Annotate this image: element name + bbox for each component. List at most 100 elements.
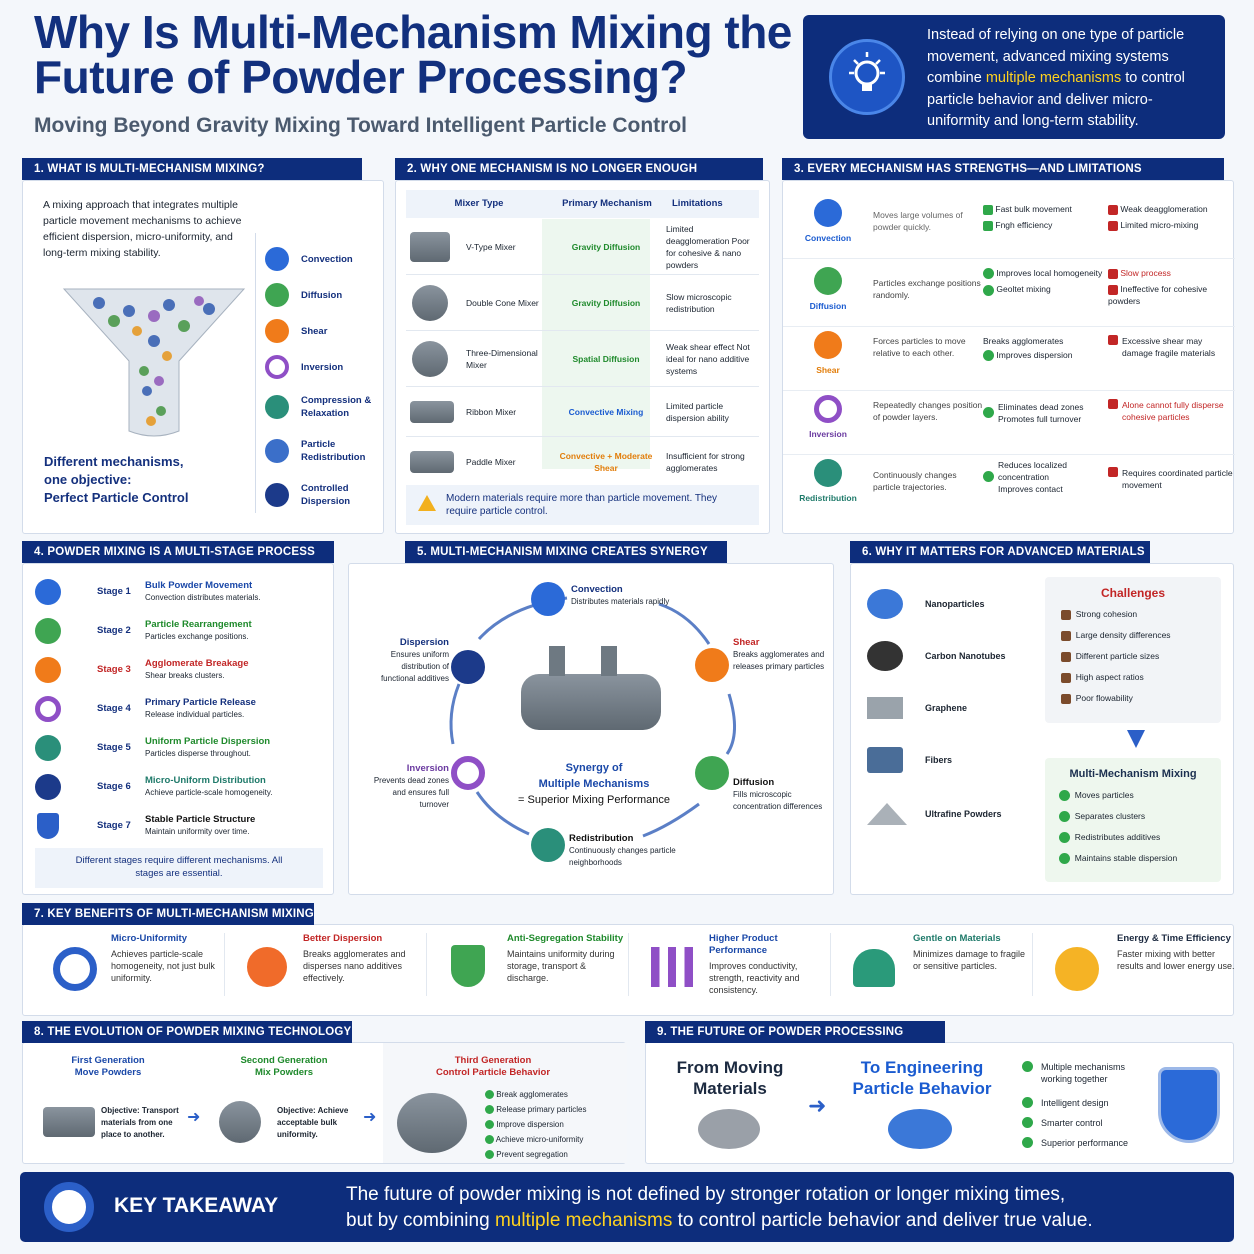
takeaway-label: KEY TAKEAWAY: [114, 1194, 279, 1217]
mechanism-list: Convection Diffusion Shear Inversion Com…: [265, 241, 380, 517]
tagline-1: Different mechanisms,: [44, 454, 184, 469]
mechanism-row: Convection Moves large volumes of powder…: [783, 195, 1235, 259]
section-7-heading: 7. KEY BENEFITS OF MULTI-MECHANISM MIXIN…: [22, 903, 314, 925]
mechanism-row: Shear Forces particles to move relative …: [783, 327, 1235, 391]
material-item: Fibers: [867, 734, 1037, 786]
intro-text-2: to control particle behavior and deliver…: [927, 70, 1185, 129]
powder-icon: [867, 803, 907, 825]
mechanism-item: Controlled Dispersion: [265, 473, 380, 517]
section-6-panel: Nanoparticles Carbon Nanotubes Graphene …: [850, 563, 1234, 895]
mechanism-item: Shear: [265, 313, 380, 349]
stage-5-icon: [35, 734, 61, 761]
stage-2-icon: [35, 617, 61, 644]
nanotubes-icon: [867, 641, 903, 671]
particles-grey-icon: [698, 1109, 760, 1149]
mechanism-item: Particle Redistribution: [265, 429, 380, 473]
shear-icon: [265, 319, 289, 343]
synergy-shear-icon: [695, 648, 729, 682]
graphene-icon: [867, 697, 903, 719]
solution-box: Multi-Mechanism Mixing Moves particles S…: [1045, 758, 1221, 882]
definition-text: A mixing approach that integrates multip…: [43, 199, 242, 259]
compression-icon: [265, 395, 289, 419]
from-text: From Moving Materials: [676, 1058, 784, 1098]
section-4-heading: 4. POWDER MIXING IS A MULTI-STAGE PROCES…: [22, 541, 334, 563]
stage-3-icon: [35, 656, 61, 683]
target-icon: [53, 947, 97, 991]
page-title: Why Is Multi-Mechanism Mixing the Future…: [34, 6, 792, 103]
mechanism-item: Compression & Relaxation: [265, 385, 380, 429]
shear-icon: [814, 331, 842, 359]
arrow-right-icon: ➜: [363, 1109, 377, 1126]
future-list: Multiple mechanisms working together Int…: [1022, 1061, 1152, 1157]
section-2-heading: 2. WHY ONE MECHANISM IS NO LONGER ENOUGH: [395, 158, 763, 180]
ribbon-mixer-icon: [410, 400, 454, 423]
double-cone-icon: [412, 284, 448, 321]
mixer-machine-illustration: [521, 674, 661, 730]
mechanism-row: Redistribution Continuously changes part…: [799, 459, 1233, 503]
intro-box: Instead of relying on one type of partic…: [803, 15, 1225, 139]
diffusion-icon: [265, 283, 289, 307]
challenges-box: Challenges Strong cohesion Large density…: [1045, 577, 1221, 723]
inversion-icon: [265, 355, 289, 379]
synergy-dispersion-icon: [451, 650, 485, 684]
to-text: To Engineering Particle Behavior: [852, 1058, 992, 1098]
funnel-illustration: [59, 281, 249, 441]
shield-icon: [1158, 1067, 1220, 1143]
warning-icon: [418, 495, 436, 511]
section-6-heading: 6. WHY IT MATTERS FOR ADVANCED MATERIALS: [850, 541, 1150, 563]
tagline-2: one objective:: [44, 472, 132, 487]
material-item: Ultrafine Powders: [867, 786, 1037, 842]
dispersion-burst-icon: [247, 947, 287, 987]
arrow-right-icon: ➜: [187, 1109, 201, 1126]
section-4-note: Different stages require different mecha…: [35, 848, 323, 888]
down-arrow-icon: [1127, 730, 1145, 748]
mechanism-table: Convection Moves large volumes of powder…: [783, 195, 1235, 519]
materials-list: Nanoparticles Carbon Nanotubes Graphene …: [867, 578, 1037, 842]
intro-highlight: multiple mechanisms: [985, 70, 1122, 86]
motor-right: [601, 646, 617, 676]
section-5-heading: 5. MULTI-MECHANISM MIXING CREATES SYNERG…: [405, 541, 727, 563]
mechanism-item: Diffusion: [265, 277, 380, 313]
redistribution-icon: [814, 459, 842, 487]
section-3-panel: Convection Moves large volumes of powder…: [782, 180, 1235, 534]
section-1-heading: 1. WHAT IS MULTI-MECHANISM MIXING?: [22, 158, 362, 180]
takeaway-highlight: multiple mechanisms: [494, 1210, 673, 1231]
lightbulb-icon: [829, 39, 905, 115]
motor-left: [549, 646, 565, 676]
intro-text-1: Instead of relying on one type of partic…: [927, 27, 1185, 86]
section-9-heading: 9. THE FUTURE OF POWDER PROCESSING: [645, 1021, 945, 1043]
tagline-3: Perfect Particle Control: [44, 490, 189, 505]
material-item: Carbon Nanotubes: [867, 630, 1037, 682]
material-item: Nanoparticles: [867, 578, 1037, 630]
dispersion-icon: [265, 483, 289, 507]
